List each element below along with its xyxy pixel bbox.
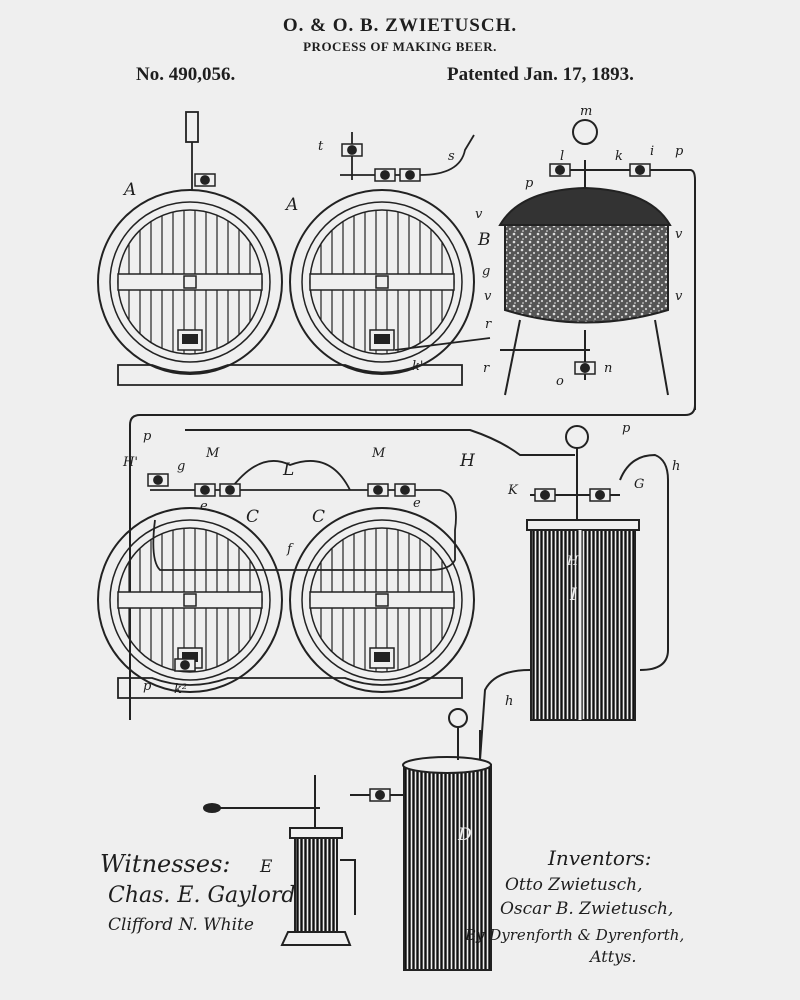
pipe-p: [129, 404, 696, 720]
label-g: g: [482, 264, 490, 279]
label-p: p: [143, 679, 152, 694]
barrel-A-left: [97, 189, 283, 375]
label-k2: k²: [174, 682, 187, 697]
label-v: v: [675, 289, 683, 304]
inventor-signature-1: Otto Zwietusch,: [505, 875, 642, 895]
invention-title: PROCESS OF MAKING BEER.: [303, 39, 497, 54]
label-o: o: [556, 374, 564, 389]
label-L: L: [282, 460, 294, 480]
label-G: G: [634, 477, 644, 492]
label-H: H: [459, 451, 476, 471]
lower-fittings: [147, 460, 457, 672]
tank-I: [479, 425, 669, 761]
label-k: k: [615, 149, 623, 164]
barrel-stand-top: [117, 364, 463, 386]
witness-signature-1: Chas. E. Gaylord: [108, 883, 295, 908]
top-fittings: [185, 111, 491, 351]
barrel-stand-bottom: [117, 677, 463, 699]
barrel-C-right: [289, 507, 475, 693]
label-I: I: [569, 585, 577, 605]
label-p: p: [675, 144, 684, 159]
label-e: e: [200, 499, 208, 514]
patent-date: Patented Jan. 17, 1893.: [447, 64, 634, 85]
inventors-label: Inventors:: [547, 846, 651, 870]
label-h: h: [505, 694, 513, 709]
label-C: C: [246, 507, 259, 527]
label-H-prime: H': [122, 455, 138, 470]
label-v: v: [475, 207, 483, 222]
pipe-H: [185, 429, 575, 456]
label-m: m: [580, 104, 592, 119]
witness-signature-2: Clifford N. White: [108, 915, 254, 935]
label-A: A: [284, 195, 298, 215]
label-K: K: [507, 483, 519, 498]
tank-D: [350, 708, 492, 971]
attorneys-label: Attys.: [588, 947, 636, 966]
label-H-prime: H': [566, 554, 582, 569]
label-v: v: [675, 227, 683, 242]
inventors-title: O. & O. B. ZWIETUSCH.: [282, 15, 518, 36]
label-r: r: [483, 361, 490, 376]
label-t: t: [318, 139, 324, 154]
label-i: i: [650, 144, 654, 159]
attorneys-signature: By Dyrenforth & Dyrenforth,: [464, 926, 684, 944]
label-h: h: [672, 459, 680, 474]
label-r: r: [485, 317, 492, 332]
label-p: p: [525, 176, 534, 191]
label-k-prime: k': [412, 359, 423, 374]
witnesses-block: Witnesses: E Chas. E. Gaylord Clifford N…: [100, 850, 295, 935]
label-B: B: [477, 230, 491, 250]
vessel-B: [498, 119, 696, 410]
label-p: p: [143, 429, 152, 444]
label-v: v: [484, 289, 492, 304]
label-e: e: [413, 496, 421, 511]
patent-number: No. 490,056.: [136, 64, 236, 85]
label-l: l: [560, 149, 564, 164]
label-A: A: [122, 180, 136, 200]
label-n: n: [604, 361, 612, 376]
inventor-signature-2: Oscar B. Zwietusch,: [500, 899, 673, 919]
reference-labels: A A B m l k i p p v v v v g r r k' n o s…: [122, 104, 684, 845]
witnesses-label: Witnesses:: [100, 850, 230, 878]
label-p: p: [622, 421, 631, 436]
label-s: s: [448, 149, 455, 164]
label-D: D: [457, 825, 472, 845]
label-E: E: [259, 857, 273, 877]
label-C: C: [312, 507, 325, 527]
inventors-block: Inventors: Otto Zwietusch, Oscar B. Zwie…: [464, 846, 684, 966]
barrel-A-right: [289, 189, 475, 375]
label-f: f: [286, 542, 294, 557]
pump-E: [203, 775, 356, 946]
label-g: g: [177, 459, 185, 474]
label-M: M: [205, 446, 220, 461]
label-M: M: [371, 446, 386, 461]
